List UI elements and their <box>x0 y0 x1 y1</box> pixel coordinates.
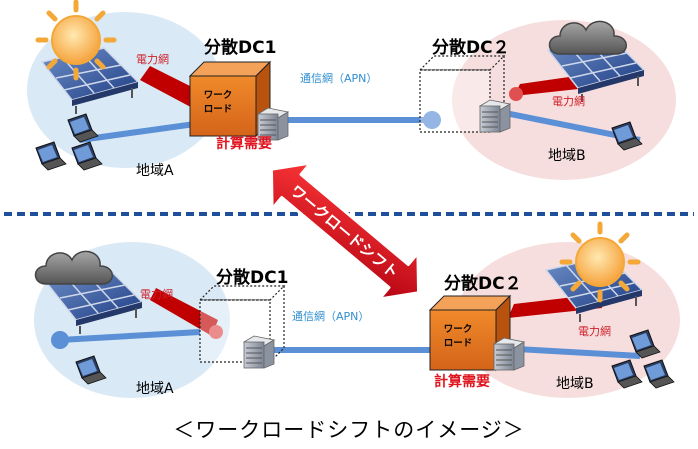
laptop-icon <box>643 359 675 389</box>
power-grid-label: 電力網 <box>578 324 611 338</box>
network-label: 通信網（APN） <box>300 71 377 85</box>
power-grid-label: 電力網 <box>140 287 173 301</box>
power-grid-label: 電力網 <box>136 52 169 66</box>
workload-shift-arrow: ワークロードシフト <box>269 161 421 301</box>
workload-shift-label: ワークロードシフト <box>287 181 402 282</box>
dc2-title: 分散DC２ <box>444 273 522 294</box>
dc1-title: 分散DC1 <box>216 267 288 288</box>
bottom-scenario: ワーク ロード 分散DC1 分散DC２ 通信網（APN） 電力網 電力網 地域A… <box>34 224 680 398</box>
workload-label-line2: ロード <box>204 104 233 115</box>
diagram-caption: ＜ワークロードシフトのイメージ＞ <box>173 418 525 442</box>
server-icon <box>243 335 275 369</box>
top-scenario: ワーク ロード 分散DC1 分散DC２ 通信網（APN） 電力網 電力網 地域A… <box>27 2 676 180</box>
workload-label-line2: ロード <box>444 338 473 349</box>
dc1-title: 分散DC1 <box>204 37 276 58</box>
server-icon <box>493 337 525 371</box>
dc2-title: 分散DC２ <box>432 37 510 58</box>
compute-demand-label: 計算需要 <box>216 135 272 152</box>
region-b-label: 地域B <box>556 376 594 392</box>
compute-demand-label: 計算需要 <box>434 373 490 390</box>
network-label: 通信網（APN） <box>292 309 369 323</box>
workload-label-line1: ワーク <box>204 90 233 101</box>
workload-label-line1: ワーク <box>444 324 473 335</box>
region-b-label: 地域B <box>548 148 586 164</box>
server-icon <box>479 99 511 133</box>
region-a-label: 地域A <box>136 163 174 179</box>
region-a-label: 地域A <box>136 381 174 397</box>
power-grid-label: 電力網 <box>552 94 585 108</box>
